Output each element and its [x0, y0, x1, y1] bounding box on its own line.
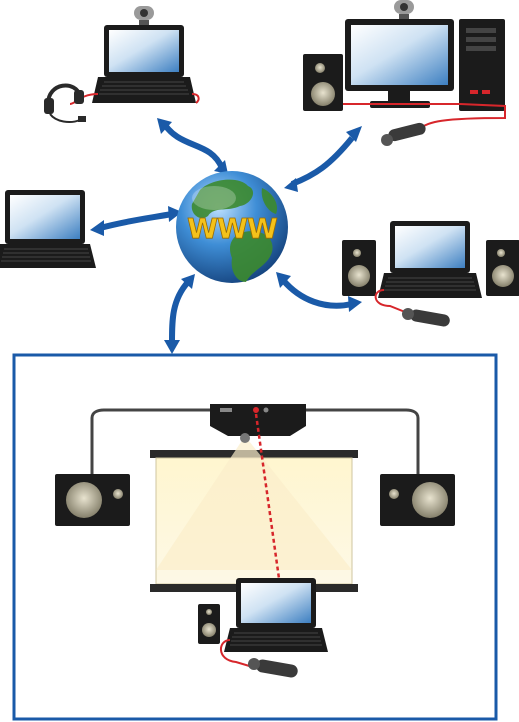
- arrow-laptop-right: [280, 277, 353, 309]
- monitor-icon: [345, 19, 454, 108]
- node-laptop-webcam-headset: [44, 6, 200, 123]
- speaker-icon: [380, 474, 455, 526]
- laptop-icon: [92, 25, 196, 103]
- projector-icon: [210, 404, 306, 443]
- microphone-icon: [402, 308, 450, 327]
- globe-label: WWW: [187, 212, 278, 245]
- speaker-icon: [342, 240, 376, 296]
- microphone-icon: [381, 122, 426, 146]
- connection-arrows: [90, 118, 362, 354]
- laptop-icon: [378, 221, 482, 298]
- arrow-presentation: [169, 280, 191, 343]
- arrow-desktop: [290, 136, 355, 187]
- laptop-icon: [0, 190, 96, 268]
- webcam-icon: [134, 6, 154, 26]
- projection-screen-icon: [150, 436, 358, 592]
- speaker-icon: [198, 604, 220, 644]
- speaker-icon: [55, 474, 130, 526]
- laptop-icon: [224, 578, 328, 652]
- headset-icon: [44, 83, 86, 123]
- arrow-laptop-left: [99, 211, 173, 231]
- node-desktop: [303, 0, 506, 146]
- speaker-icon: [303, 54, 343, 111]
- speaker-icon: [486, 240, 519, 296]
- arrow-laptop-top: [160, 120, 225, 170]
- globe-icon: WWW: [176, 171, 288, 283]
- laser-line: [254, 413, 284, 601]
- node-laptop-speakers: [342, 221, 519, 327]
- microphone-icon: [248, 658, 298, 678]
- pc-tower-icon: [459, 19, 505, 111]
- node-laptop-left: [0, 190, 96, 268]
- webcam-icon: [394, 0, 414, 19]
